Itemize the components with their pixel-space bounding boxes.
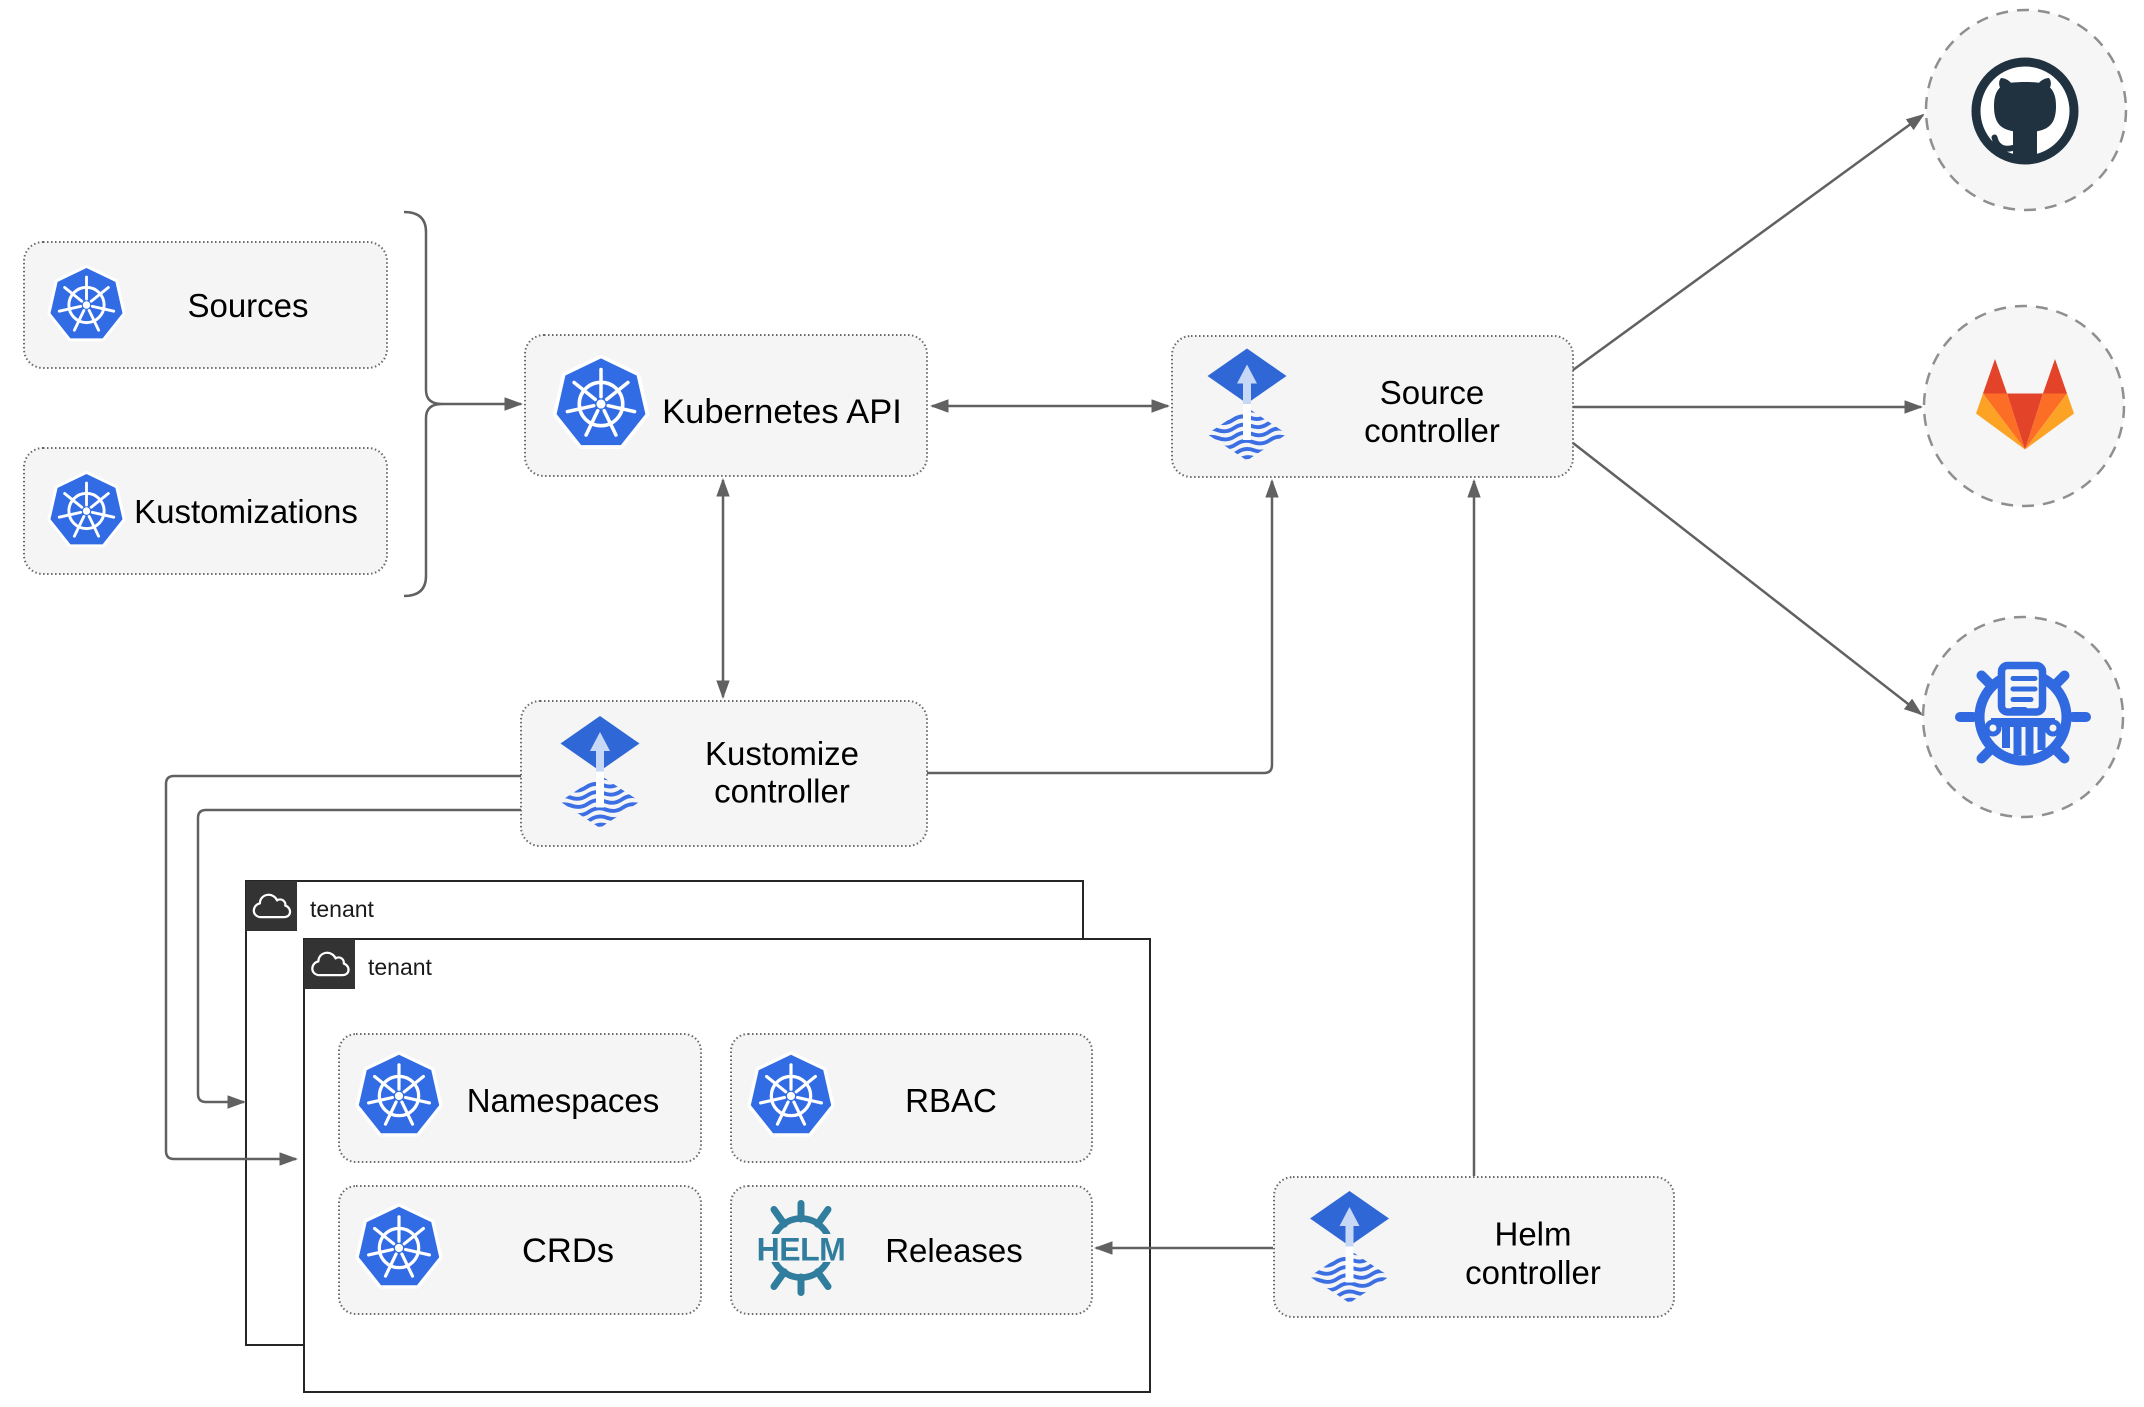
svg-text:controller: controller	[1465, 1254, 1601, 1291]
svg-text:Helm: Helm	[1494, 1216, 1571, 1253]
svg-text:Source: Source	[1380, 374, 1485, 411]
svg-text:Releases: Releases	[885, 1232, 1023, 1269]
svg-text:Kubernetes API: Kubernetes API	[662, 393, 902, 431]
svg-text:tenant: tenant	[368, 954, 433, 980]
svg-text:Namespaces: Namespaces	[467, 1082, 660, 1119]
svg-text:tenant: tenant	[310, 896, 375, 922]
svg-text:Sources: Sources	[187, 287, 308, 324]
svg-text:controller: controller	[1364, 412, 1500, 449]
svg-text:controller: controller	[714, 773, 850, 810]
svg-text:RBAC: RBAC	[905, 1082, 997, 1119]
svg-text:Kustomize: Kustomize	[705, 735, 859, 772]
svg-text:CRDs: CRDs	[522, 1232, 614, 1270]
svg-text:Kustomizations: Kustomizations	[134, 493, 358, 530]
